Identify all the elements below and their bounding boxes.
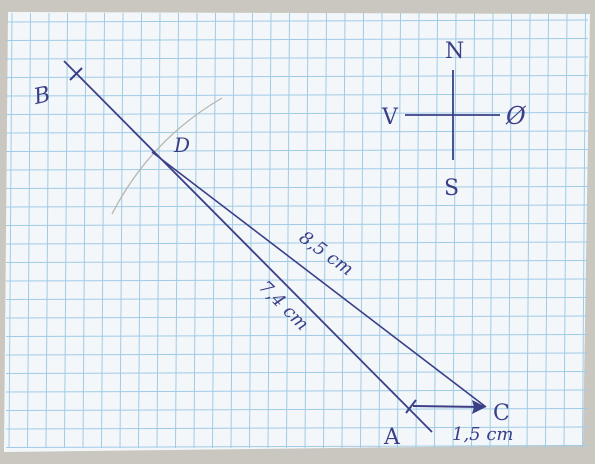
grid-line-horizontal <box>5 130 589 134</box>
grid-line-vertical <box>341 12 346 449</box>
grid-line-vertical <box>489 12 494 449</box>
pencil-arc <box>111 97 223 215</box>
compass-east-label: Ø <box>505 102 527 130</box>
grid-line-horizontal <box>5 223 589 226</box>
grid-line-vertical <box>27 12 31 449</box>
grid-line-vertical <box>156 12 161 449</box>
grid-line-horizontal <box>5 352 589 356</box>
grid-line-vertical <box>582 12 586 449</box>
grid-line-horizontal <box>5 167 589 171</box>
grid-line-horizontal <box>5 93 589 97</box>
compass-north-label: N <box>445 39 464 64</box>
grid-line-vertical <box>526 12 531 449</box>
grid-line-vertical <box>452 12 457 449</box>
measurement-AC: 1,5 cm <box>452 424 514 445</box>
grid-line-horizontal <box>5 278 589 282</box>
tick-B <box>69 67 83 81</box>
grid-line-horizontal <box>5 56 589 60</box>
grid-line-horizontal <box>5 426 589 430</box>
grid-line-vertical <box>304 12 309 449</box>
grid-line-vertical <box>545 12 549 449</box>
line-B-A <box>63 60 433 433</box>
grid-line-horizontal <box>5 297 589 300</box>
grid-line-vertical <box>64 12 68 449</box>
grid-line-horizontal <box>5 408 589 411</box>
grid-line-horizontal <box>5 241 589 245</box>
grid-line-horizontal <box>5 149 589 152</box>
grid-line-horizontal <box>5 186 589 189</box>
grid-line-horizontal <box>5 204 589 208</box>
grid-line-vertical <box>378 12 383 449</box>
arrow-A-C <box>412 405 483 408</box>
grid-line-vertical <box>360 12 364 449</box>
grid-line-vertical <box>286 12 290 449</box>
grid-line-vertical <box>82 12 87 449</box>
grid-line-horizontal <box>5 38 589 41</box>
grid-line-vertical <box>563 12 568 449</box>
grid-line-horizontal <box>5 315 589 319</box>
compass-west-label: V <box>381 105 399 130</box>
grid-line-vertical <box>471 12 475 449</box>
label-A: A <box>383 425 401 450</box>
grid-line-vertical <box>101 12 105 449</box>
grid-line-vertical <box>434 12 438 449</box>
grid-line-vertical <box>249 12 253 449</box>
grid-line-horizontal <box>5 334 589 337</box>
grid-line-vertical <box>397 12 401 449</box>
grid-line-vertical <box>175 12 179 449</box>
grid-line-vertical <box>119 12 124 449</box>
arrow-head <box>472 400 486 414</box>
grid-line-vertical <box>138 12 142 449</box>
line-D-C <box>151 151 487 408</box>
grid-line-vertical <box>267 12 272 449</box>
grid-line-vertical <box>415 12 420 449</box>
label-C: C <box>493 401 510 426</box>
grid-line-vertical <box>8 12 13 449</box>
grid-line-horizontal <box>5 260 589 263</box>
grid-line-horizontal <box>5 445 589 448</box>
tick-A <box>405 399 417 414</box>
compass-south-label: S <box>444 176 459 201</box>
grid-line-vertical <box>193 12 198 449</box>
grid-line-horizontal <box>5 75 589 78</box>
grid-line-vertical <box>212 12 216 449</box>
label-D: D <box>173 133 190 157</box>
grid-line-vertical <box>45 12 50 449</box>
grid-line-horizontal <box>5 389 589 393</box>
grid-line-horizontal <box>5 19 589 23</box>
grid-line-vertical <box>508 12 512 449</box>
grid-line-horizontal <box>5 112 589 115</box>
label-B: B <box>31 82 53 110</box>
paper-surface <box>4 12 590 452</box>
grid-line-vertical <box>323 12 327 449</box>
grid-line-horizontal <box>5 371 589 374</box>
